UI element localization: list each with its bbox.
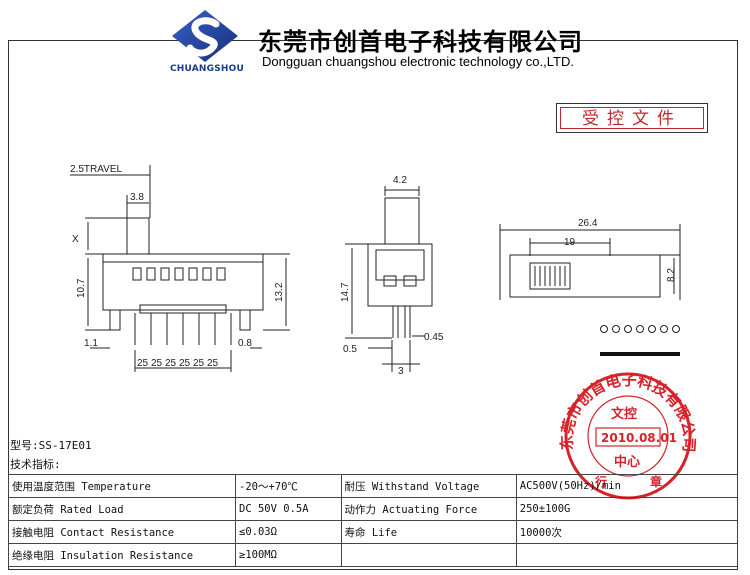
specs-table: 使用温度范围 Temperature -20～+70℃ 耐压 Withstand… [8,474,739,567]
dim-pitch: 25 [137,358,149,369]
dim-pitch: 25 [179,358,191,369]
model-number: 型号:SS-17E01 [10,439,92,452]
spec-cell: 额定负荷 Rated Load [8,497,236,521]
dim-26-4: 26.4 [578,218,598,229]
spec-cell [515,543,739,567]
controlled-document-label: 受控文件 [560,107,704,129]
spec-cell: 10000次 [515,520,739,544]
spec-cell: DC 50V 0.5A [235,497,342,521]
drawing-frame [8,40,738,570]
dim-19: 19 [564,237,576,248]
side-view [345,186,433,372]
table-row: 接触电阻 Contact Resistance ≤0.03Ω 寿命 Life 1… [8,520,739,544]
dim-pitch: 25 [151,358,163,369]
spec-cell: 动作力 Actuating Force [340,497,517,521]
spec-cell: -20～+70℃ [235,474,342,498]
table-row: 绝缘电阻 Insulation Resistance ≥100MΩ [8,543,739,567]
dim-pitch: 25 [193,358,205,369]
dim-0-5: 0.5 [343,344,357,355]
controlled-document-box: 受控文件 [556,103,708,133]
table-row: 使用温度范围 Temperature -20～+70℃ 耐压 Withstand… [8,474,739,498]
spec-cell: 耐压 Withstand Voltage [340,474,517,498]
dim-pitch: 25 [165,358,177,369]
specs-title: 技术指标: [10,458,61,471]
dim-10-7: 10.7 [76,278,87,298]
front-view [70,165,290,372]
dim-8-2: 8.2 [666,268,677,282]
spec-cell: ≥100MΩ [235,543,342,567]
spec-cell [340,543,517,567]
seal-top-text: 文控 [611,406,637,422]
logo-label: CHUANGSHOU [169,64,245,74]
pcb-footprint [600,325,680,356]
dim-3: 3 [398,366,404,377]
spec-cell: 绝缘电阻 Insulation Resistance [8,543,236,567]
dim-pitch: 25 [207,358,219,369]
company-logo-icon [172,10,238,62]
dim-0-45: 0.45 [424,332,444,343]
dim-3-8: 3.8 [130,192,144,203]
spec-cell: 使用温度范围 Temperature [8,474,236,498]
company-name-cn: 东莞市创首电子科技有限公司 [258,28,583,56]
dim-13-2: 13.2 [274,282,285,302]
dim-4-2: 4.2 [393,175,407,186]
dim-1-1: 1.1 [84,338,98,349]
company-name-en: Dongguan chuangshou electronic technolog… [262,54,574,69]
seal-date: 2010.08.01 [601,431,677,445]
spec-cell: ≤0.03Ω [235,520,342,544]
front-view-dims: 2.5TRAVEL 3.8 X 10.7 13.2 1.1 0.8 25 25 … [70,164,285,369]
dim-x: X [72,234,79,245]
side-view-dims: 4.2 14.7 0.45 0.5 3 [340,175,444,377]
dim-14-7: 14.7 [340,282,351,302]
seal-bottom-text: 中心 [614,454,640,470]
spec-cell: 接触电阻 Contact Resistance [8,520,236,544]
spec-cell: 寿命 Life [340,520,517,544]
spec-cell: AC500V(50Hz)/min [515,474,739,498]
dim-travel: 2.5TRAVEL [70,164,122,175]
dim-0-8: 0.8 [238,338,252,349]
top-view [499,224,681,300]
spec-cell: 250±100G [515,497,739,521]
table-row: 额定负荷 Rated Load DC 50V 0.5A 动作力 Actuatin… [8,497,739,521]
top-view-dims: 26.4 19 8.2 [564,218,677,282]
